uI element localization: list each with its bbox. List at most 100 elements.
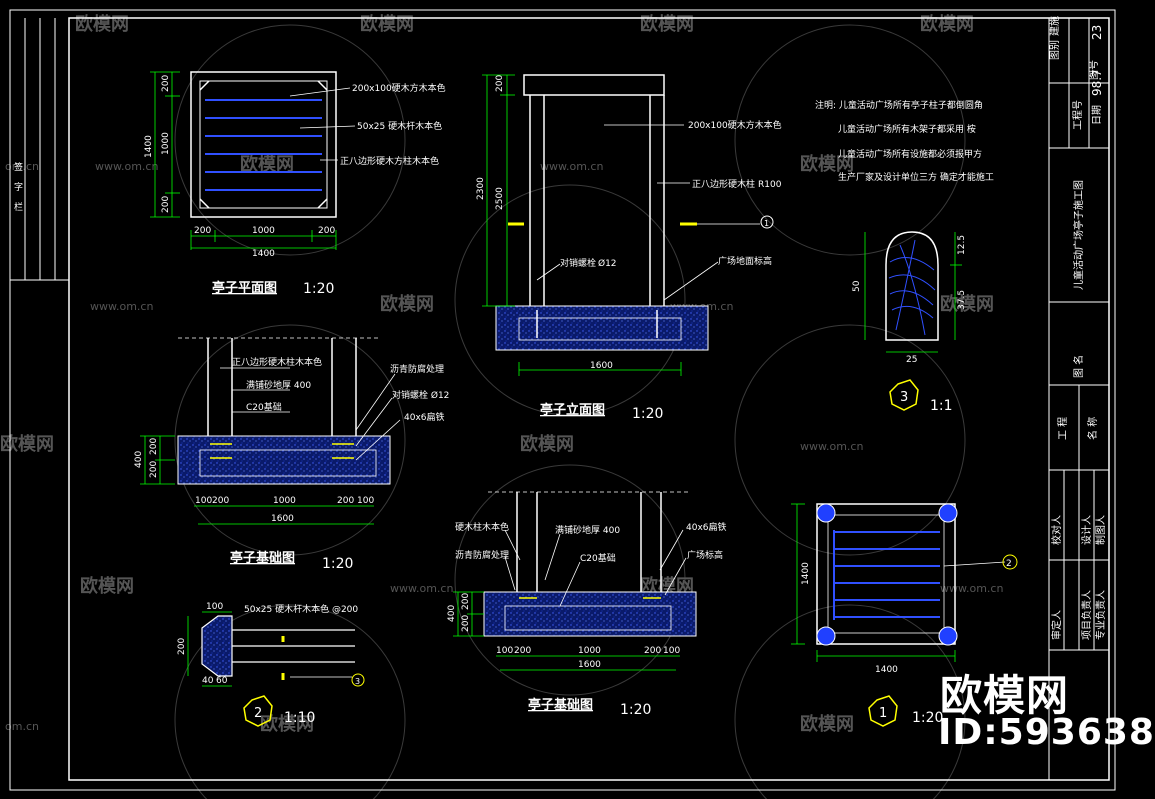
foundation-right-label-4: 沥青防腐处理 — [455, 549, 509, 561]
foundation-left-scale: 1:20 — [322, 556, 353, 572]
foundation-left-label-3: 满铺砂地厚 400 — [246, 379, 311, 391]
roof-plan: 2 1400 1400 1 1:20 — [791, 503, 1018, 727]
svg-text:www.om.cn: www.om.cn — [90, 300, 153, 313]
detail3-dim-1: 12.5 — [957, 235, 967, 255]
tb-project: 工 程 — [1057, 417, 1069, 440]
elevation-title: 亭子立面图 — [540, 402, 605, 418]
plan-dim-top-1: 200 — [194, 226, 211, 236]
svg-text:欧模网: 欧模网 — [800, 153, 854, 175]
foundation-right-dim-b5: 100 — [663, 646, 680, 656]
watermark-brand-large: 欧模网 — [940, 671, 1070, 720]
foundation-left-label-5: C20基础 — [246, 401, 282, 413]
svg-text:欧模网: 欧模网 — [640, 13, 694, 35]
tb-role-6: 专业负责人 — [1094, 590, 1107, 640]
foundation-right: 硬木柱木本色 满铺砂地厚 400 40x6扁铁 沥青防腐处理 C20基础 广场标… — [447, 491, 727, 718]
elevation-foundation — [495, 305, 709, 351]
foundation-right-dim-b2: 200 — [514, 646, 531, 656]
roof-plan-scale: 1:20 — [912, 710, 943, 726]
plan-dim-top-3: 200 — [318, 226, 335, 236]
elevation-label-bolt-dia: Ø12 — [598, 258, 617, 269]
plan-scale: 1:20 — [303, 281, 334, 297]
svg-text:www.om.cn: www.om.cn — [940, 582, 1003, 595]
tb-project-label: 工程号 — [1072, 100, 1084, 130]
foundation-right-label-2: 满铺砂地厚 400 — [555, 524, 620, 536]
detail3-marker-number: 3 — [900, 390, 908, 405]
foundation-right-gravel — [483, 591, 697, 637]
roof-column-sw — [816, 626, 836, 646]
elevation-label-radius: R100 — [758, 180, 782, 190]
foundation-right-scale: 1:20 — [620, 702, 651, 718]
svg-text:欧模网: 欧模网 — [940, 293, 994, 315]
foundation-left-dim-b4: 200 — [337, 496, 354, 506]
svg-text:欧模网: 欧模网 — [0, 433, 54, 455]
roof-dim-left: 1400 — [801, 562, 811, 585]
elevation-label-column: 正八边形硬木柱 — [692, 178, 755, 190]
foundation-right-dim-total: 1600 — [578, 660, 601, 670]
foundation-right-label-6: 广场标高 — [687, 549, 723, 561]
foundation-right-dim-v3: 200 — [461, 615, 471, 632]
roof-dim-bottom: 1400 — [875, 665, 898, 675]
elevation-section-number: 1 — [764, 219, 769, 228]
elevation-label-beam: 200x100硬木方木本色 — [688, 119, 782, 131]
watermark-id: ID:593638 — [938, 712, 1155, 753]
title-block — [1048, 18, 1109, 780]
foundation-right-dim-v1: 400 — [447, 605, 457, 622]
svg-text:欧模网: 欧模网 — [360, 13, 414, 35]
svg-text:om.cn: om.cn — [5, 160, 39, 173]
note-line-4: 生产厂家及设计单位三方 确定才能施工 — [838, 171, 994, 183]
foundation-left-dim-v2: 200 — [149, 438, 159, 455]
roof-callout-marker — [1002, 554, 1018, 570]
svg-text:欧模网: 欧模网 — [380, 293, 434, 315]
detail3-marker — [889, 379, 919, 411]
detail3-dim-2: 50 — [852, 280, 862, 292]
elevation-dim-left-3: 2500 — [495, 187, 505, 210]
detail2-section-marker — [351, 673, 365, 687]
plan-dim-total: 1400 — [252, 249, 275, 259]
elevation-scale: 1:20 — [632, 406, 663, 422]
signature-label-2: 字 — [14, 181, 23, 193]
elevation-section-marker — [760, 215, 774, 229]
svg-text:www.om.cn: www.om.cn — [390, 582, 453, 595]
foundation-right-label-5: C20基础 — [580, 552, 616, 564]
detail2-label: 50x25 硬木杆木本色 @200 — [244, 603, 358, 615]
note-line-1: 注明: 儿童活动广场所有亭子柱子都倒圆角 — [815, 99, 983, 111]
note-line-3: 儿童活动广场所有设施都必须报甲方 — [838, 148, 982, 160]
foundation-right-label-1: 硬木柱木本色 — [455, 521, 509, 533]
roof-plan-marker — [868, 695, 898, 727]
foundation-left-label-2: 沥青防腐处理 — [390, 363, 444, 375]
detail2-scale: 1:10 — [284, 710, 315, 726]
foundation-left-dim-b1: 100 — [195, 496, 212, 506]
foundation-left-dim-v1: 400 — [134, 451, 144, 468]
detail2-marker — [243, 695, 273, 727]
elevation-dim-bottom: 1600 — [590, 361, 613, 371]
tb-role-4: 审定人 — [1050, 610, 1063, 640]
detail2-marker-number: 2 — [254, 706, 262, 721]
elevation-view: 1 200x100硬木方木本色 正八边形硬木柱 R100 对销螺栓 Ø12 广场… — [476, 74, 782, 422]
watermark-arcs — [174, 24, 966, 799]
foundation-right-dim-v2: 200 — [461, 593, 471, 610]
detail2-dim-1: 100 — [206, 602, 223, 612]
elevation-dim-left-1: 200 — [495, 75, 505, 92]
foundation-right-label-3: 40x6扁铁 — [686, 521, 727, 533]
detail3-dim-3: 37.5 — [957, 290, 967, 310]
tb-name-label: 图 名 — [1072, 355, 1085, 378]
svg-text:欧模网: 欧模网 — [75, 13, 129, 35]
tb-drawing-no: 23 — [1090, 25, 1104, 40]
foundation-left-dim-b5: 100 — [357, 496, 374, 506]
cad-drawing-sheet: 欧模网 欧模网 欧模网 欧模网 欧模网 欧模网 欧模网 欧模网 欧模网 欧模网 … — [0, 9, 1116, 799]
general-notes: 注明: 儿童活动广场所有亭子柱子都倒圆角 儿童活动广场所有木架子都采用 桉 儿童… — [815, 99, 994, 183]
plan-label-column: 正八边形硬木方柱木本色 — [340, 155, 439, 167]
roof-callout-number: 2 — [1006, 559, 1012, 569]
detail-2: 3 50x25 硬木杆木本色 @200 100 200 40 60 2 1:10 — [177, 602, 365, 727]
plan-dim-left-1: 200 — [161, 75, 171, 92]
inner-border — [68, 17, 1110, 781]
tb-project-name: 名 称 — [1086, 417, 1099, 440]
roof-plan-marker-number: 1 — [879, 706, 887, 721]
foundation-left-dim-b3: 1000 — [273, 496, 296, 506]
svg-text:www.om.cn: www.om.cn — [95, 160, 158, 173]
elevation-label-bolt: 对销螺栓 — [560, 257, 596, 269]
svg-text:欧模网: 欧模网 — [520, 433, 574, 455]
foundation-left: 正八边形硬木柱木本色 沥青防腐处理 满铺砂地厚 400 对销螺栓 Ø12 C20… — [134, 337, 449, 572]
tb-role-2: 设计人 — [1080, 515, 1093, 545]
plan-dim-left-2: 1000 — [161, 132, 171, 155]
